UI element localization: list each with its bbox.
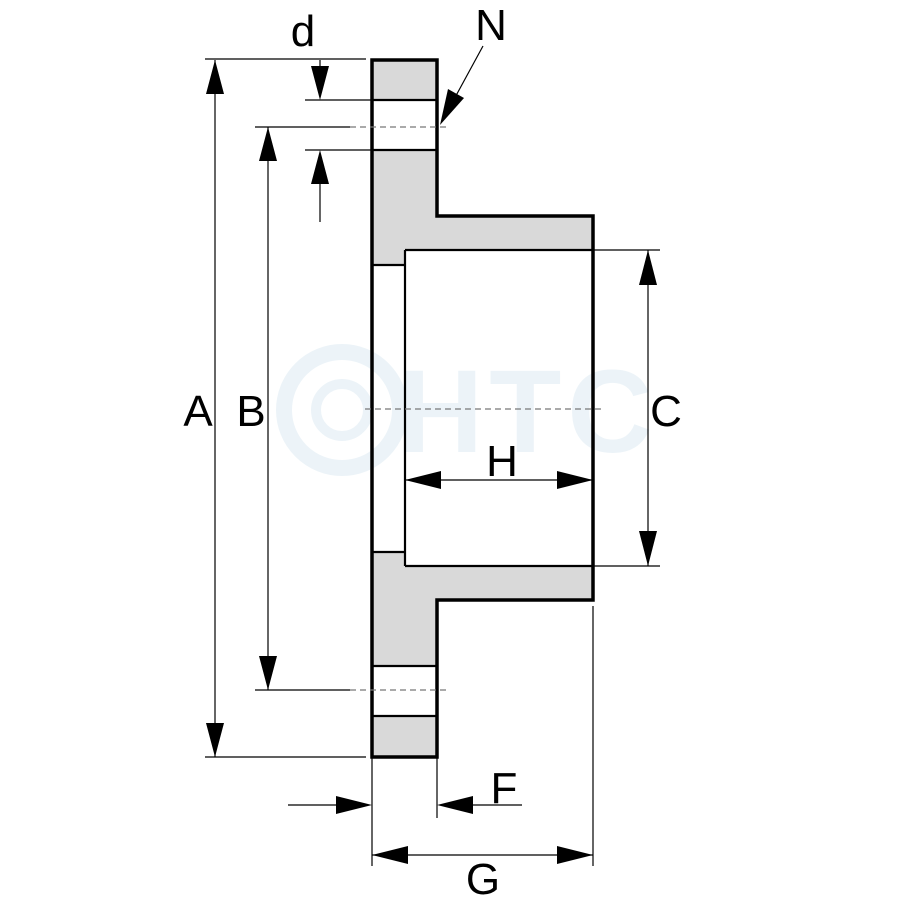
top-bolt-hole bbox=[372, 100, 437, 150]
watermark: HTC bbox=[276, 344, 659, 478]
dim-h-label: H bbox=[486, 437, 518, 486]
dim-b-label: B bbox=[236, 387, 265, 436]
dimension-d: d bbox=[291, 7, 372, 222]
dim-d-arrow-top bbox=[311, 66, 329, 100]
dim-d-arrow-bottom bbox=[311, 150, 329, 184]
dim-c-label: C bbox=[650, 387, 682, 436]
dimension-h: H bbox=[405, 437, 593, 489]
bore bbox=[405, 250, 593, 566]
dim-g-label: G bbox=[466, 855, 500, 901]
dim-f-label: F bbox=[491, 764, 518, 813]
dim-h-arrow-left bbox=[405, 471, 441, 489]
watermark-text: HTC bbox=[398, 346, 659, 478]
dim-a-arrow-bottom bbox=[206, 723, 224, 757]
dim-f-arrow-left bbox=[336, 796, 372, 814]
dim-h-arrow-right bbox=[557, 471, 593, 489]
dim-b-arrow-bottom bbox=[259, 656, 277, 690]
dimension-c: C bbox=[593, 249, 682, 567]
leader-n-label: N bbox=[475, 1, 507, 50]
dim-d-label: d bbox=[291, 7, 315, 56]
dim-a-label: A bbox=[183, 387, 213, 436]
dimension-g: G bbox=[371, 606, 594, 901]
leader-n: N bbox=[440, 1, 507, 125]
flange-outline bbox=[370, 58, 595, 759]
dim-f-arrow-right bbox=[437, 796, 473, 814]
dimension-f: F bbox=[288, 757, 522, 818]
dim-g-arrow-left bbox=[372, 846, 408, 864]
dim-g-arrow-right bbox=[557, 846, 593, 864]
dim-b-arrow-top bbox=[259, 127, 277, 161]
htc-logo-dot-icon bbox=[311, 379, 373, 441]
htc-logo-ring-icon bbox=[276, 344, 408, 476]
dim-c-arrow-top bbox=[639, 250, 657, 285]
leader-n-line bbox=[451, 45, 484, 104]
dim-a-arrow-top bbox=[206, 60, 224, 94]
leader-n-arrow bbox=[440, 89, 464, 125]
dim-c-arrow-bottom bbox=[639, 531, 657, 566]
dimension-a: A bbox=[183, 58, 366, 758]
bottom-bolt-hole bbox=[372, 666, 437, 716]
dimension-b: B bbox=[236, 126, 350, 691]
